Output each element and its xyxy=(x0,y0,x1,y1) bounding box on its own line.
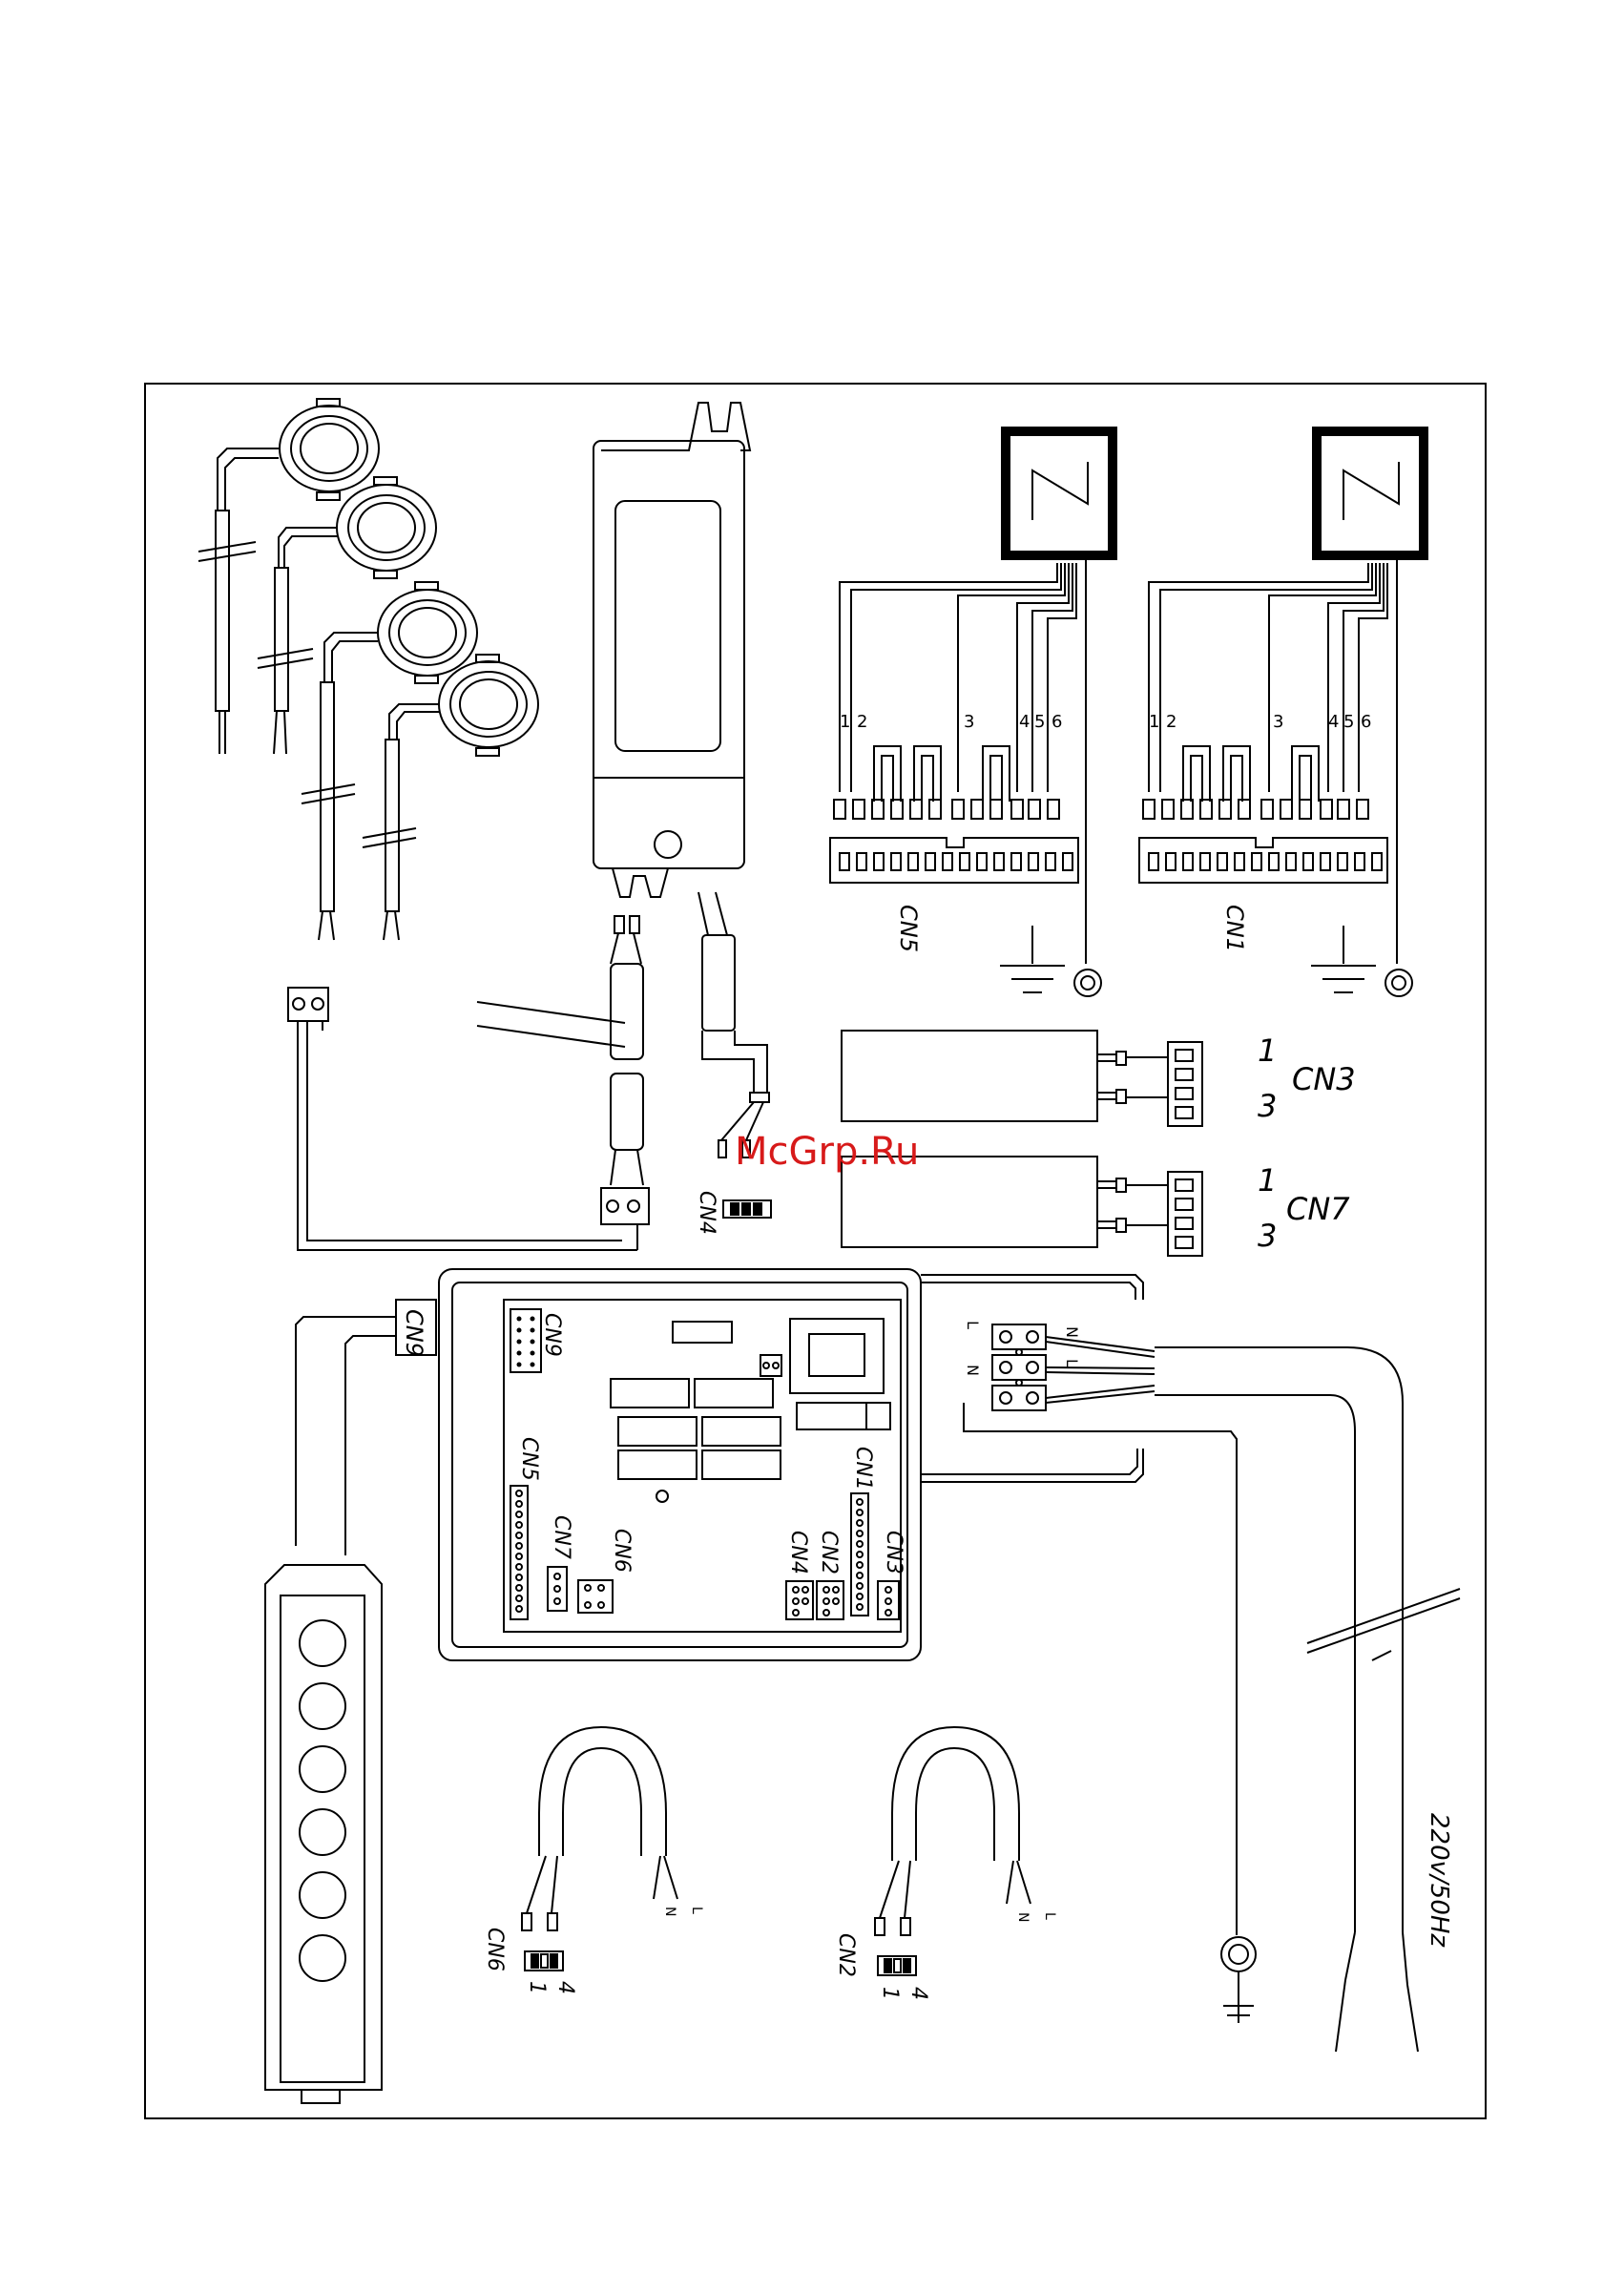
cn2-pin4: 4 xyxy=(906,1987,930,2000)
board-cn9-label: CN9 xyxy=(540,1313,564,1357)
cn7-pin3: 3 xyxy=(1258,1218,1277,1254)
motor-wire-num-6-b: 6 xyxy=(1361,712,1371,732)
cn4-label: CN4 xyxy=(695,1191,718,1235)
cn4-connector xyxy=(723,1200,771,1218)
motor-wire-num-6-a: 6 xyxy=(1051,712,1062,732)
board-cn1-label: CN1 xyxy=(851,1447,875,1491)
cn5-label: CN5 xyxy=(895,905,922,952)
cn6-pin4: 4 xyxy=(553,1981,577,1994)
motor-wire-num-5-a: 5 xyxy=(1034,712,1045,732)
mains-label-N-left: N xyxy=(964,1365,982,1376)
cn3-component xyxy=(842,1031,1202,1126)
motor-wire-num-3-a: 3 xyxy=(964,712,974,732)
board-cn4-label: CN4 xyxy=(786,1531,810,1574)
spot-lights xyxy=(198,399,538,940)
cn6-loop-N: N xyxy=(662,1907,677,1916)
cn3-pin1: 1 xyxy=(1258,1032,1277,1069)
board-cn3-label: CN3 xyxy=(882,1531,906,1574)
cn9-label: CN9 xyxy=(401,1309,427,1357)
cn6-loop xyxy=(522,1727,677,1971)
board-cn6-label: CN6 xyxy=(610,1529,634,1573)
cn6-label: CN6 xyxy=(483,1928,507,1971)
motor-wire-num-3-b: 3 xyxy=(1273,712,1283,732)
cn6-loop-L: L xyxy=(689,1907,704,1914)
cn3-pin3: 3 xyxy=(1258,1088,1277,1124)
cn6-pin1: 1 xyxy=(525,1981,549,1994)
cn2-loop-N: N xyxy=(1015,1912,1031,1922)
cn2-pin1: 1 xyxy=(878,1987,902,2000)
board-cn5-label: CN5 xyxy=(517,1437,541,1481)
power-rating-label: 220v/50Hz xyxy=(1425,1813,1453,1948)
mains-terminal xyxy=(964,1324,1460,2052)
motor-wire-num-5-b: 5 xyxy=(1343,712,1354,732)
cn5-pins xyxy=(834,800,1059,819)
cn1-pins xyxy=(1143,800,1368,819)
motor-wire-num-4-a: 4 xyxy=(1019,712,1030,732)
cn1-label: CN1 xyxy=(1221,905,1248,952)
spot-light-1 xyxy=(280,399,379,500)
cn2-loop xyxy=(875,1727,1031,1975)
motor-wire-num-2-a: 2 xyxy=(857,712,867,732)
cn7-label: CN7 xyxy=(1286,1191,1350,1227)
mains-label-N-right: N xyxy=(1063,1326,1081,1338)
led-driver xyxy=(477,403,769,1185)
motor-wire-num-4-b: 4 xyxy=(1328,712,1339,732)
control-panel xyxy=(265,1300,436,2103)
cn2-loop-L: L xyxy=(1042,1912,1057,1920)
board-cn7-label: CN7 xyxy=(550,1515,573,1559)
spot-light-2 xyxy=(337,477,436,578)
cn7-pin1: 1 xyxy=(1258,1162,1277,1199)
cn3-label: CN3 xyxy=(1292,1061,1356,1097)
motor-wire-num-1-b: 1 xyxy=(1149,712,1159,732)
watermark: McGrp.Ru xyxy=(735,1130,919,1174)
mains-label-L-left: L xyxy=(964,1321,982,1329)
board-cn2-label: CN2 xyxy=(817,1531,841,1574)
motor-wire-num-2-b: 2 xyxy=(1166,712,1176,732)
mains-label-L-right: L xyxy=(1063,1359,1081,1367)
terminal-blocks xyxy=(288,988,649,1250)
motor-wire-num-1-a: 1 xyxy=(840,712,850,732)
cn2-label: CN2 xyxy=(834,1933,858,1977)
